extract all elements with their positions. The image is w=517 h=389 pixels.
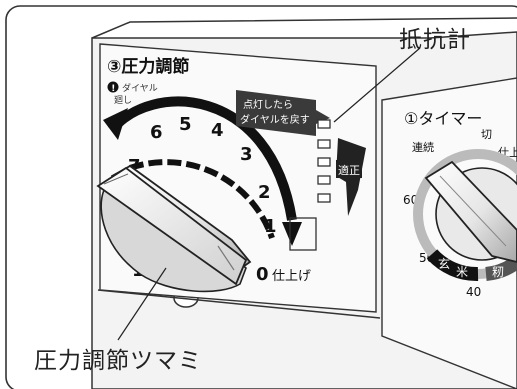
pressure-knob-callout: 圧力調節ツマミ xyxy=(34,348,202,374)
timer-segment: 米 xyxy=(456,265,468,279)
indicator-lamp xyxy=(317,139,331,149)
timer-label-forty: 40 xyxy=(466,285,481,299)
proper-range-arrow-icon: 適正 xyxy=(336,138,366,216)
display-window xyxy=(289,217,317,251)
proper-label: 適正 xyxy=(338,163,360,177)
timer-panel: ①タイマー 連続 切 仕上 60 50 40 玄 米 籾 xyxy=(381,77,517,389)
timer-segment: 玄 xyxy=(438,256,450,271)
illustration-frame xyxy=(5,5,517,389)
finish-label: 仕上げ xyxy=(272,269,311,284)
resistance-meter-callout: 抵抗計 xyxy=(399,27,471,53)
pressure-panel-title: ③圧力調節 xyxy=(107,56,189,77)
callout-line-knob xyxy=(117,267,167,341)
warning-text-line2: 廻し xyxy=(114,95,132,106)
tooltip-bubble: 点灯したら ダイヤルを戻す xyxy=(236,90,330,136)
timer-label-off: 切 xyxy=(481,128,492,141)
dial-number: 1 xyxy=(264,216,277,237)
warning-icon: ! xyxy=(107,81,119,94)
svg-text:!: ! xyxy=(111,84,115,94)
dial-number: 0 xyxy=(256,264,269,285)
timer-label-continuous: 連続 xyxy=(412,140,434,154)
dial-number: 6 xyxy=(150,122,163,143)
dial-number: 2 xyxy=(258,182,271,203)
tooltip-line1: 点灯したら xyxy=(243,99,293,111)
dial-number: 4 xyxy=(211,120,224,141)
rotation-arrow-icon xyxy=(108,96,297,221)
tooltip-line2: ダイヤルを戻す xyxy=(240,113,310,126)
callout-line-resistance xyxy=(333,47,421,123)
indicator-lamps xyxy=(317,119,331,203)
timer-segment: 籾 xyxy=(492,265,504,279)
indicator-lamp xyxy=(317,119,331,129)
dial-number: 5 xyxy=(179,114,192,135)
warning-text-line1: ダイヤル xyxy=(122,82,158,94)
timer-panel-title: ①タイマー xyxy=(404,109,482,128)
dial-number: 3 xyxy=(240,144,253,165)
dial-scale-arc xyxy=(129,159,275,239)
indicator-lamp xyxy=(317,193,331,203)
indicator-lamp xyxy=(317,175,331,185)
pressure-panel: ③圧力調節 ! ダイヤル 廻し 点灯したら ダイヤルを戻す xyxy=(96,43,377,313)
timer-knob[interactable] xyxy=(424,160,517,263)
indicator-lamp xyxy=(317,157,331,167)
pressure-knob[interactable] xyxy=(96,164,252,293)
